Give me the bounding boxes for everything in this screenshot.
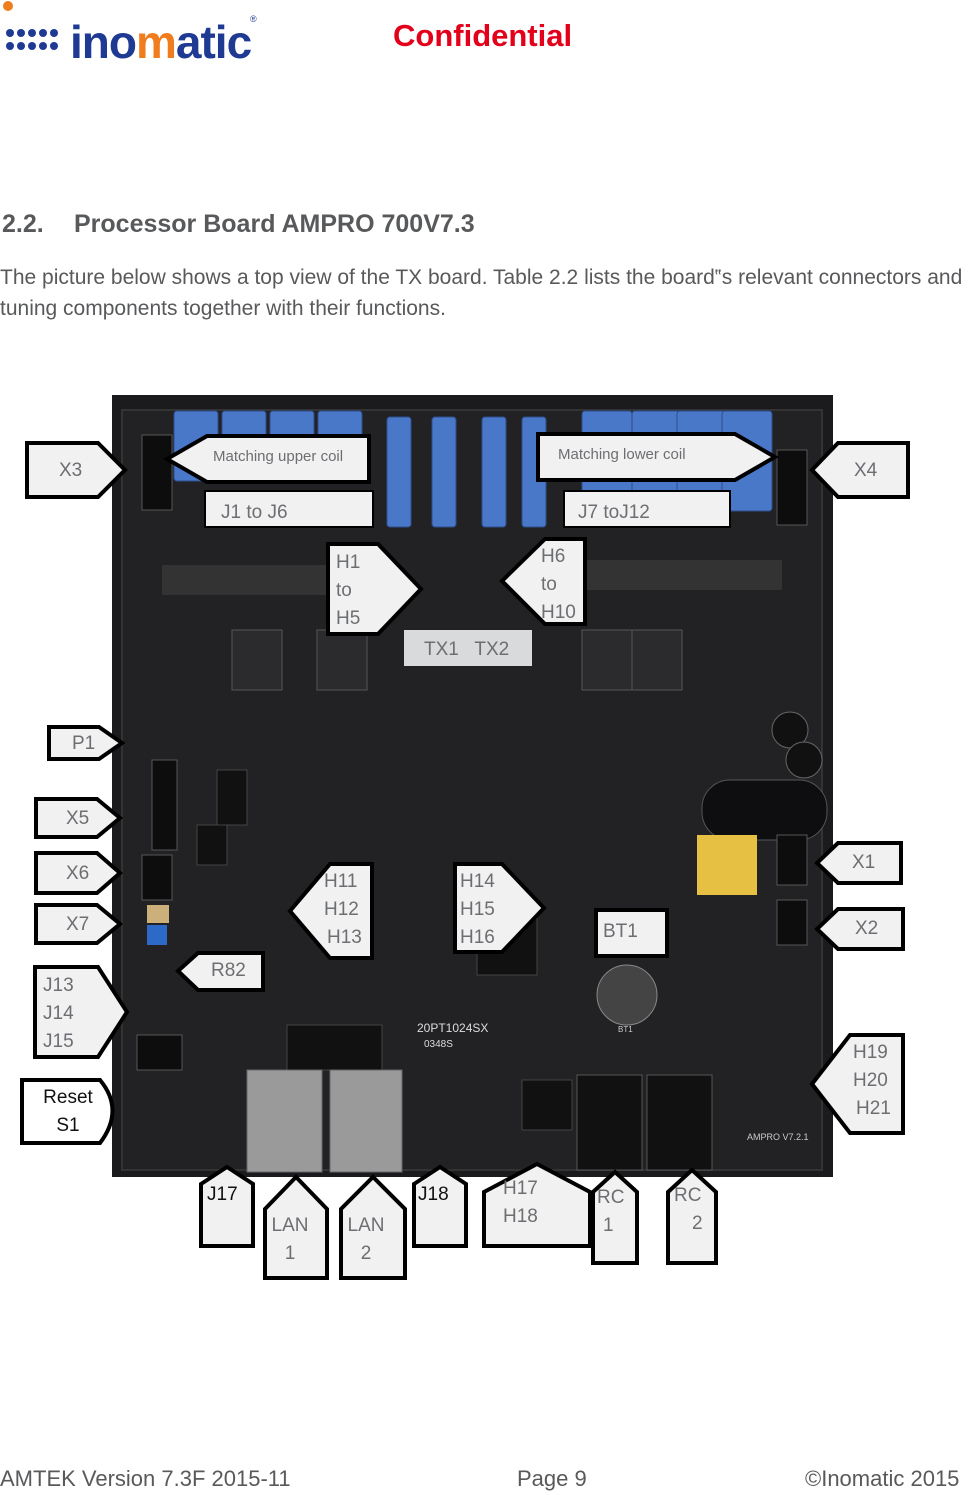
j18-callout-shape	[412, 1164, 468, 1248]
x5-callout-shape	[34, 797, 124, 839]
matching-lower-label: Matching lower coil	[558, 446, 686, 463]
transformer-text: 20PT1024SX	[417, 1021, 488, 1035]
rc1-callout-shape	[591, 1169, 639, 1265]
rc2-label: RC 2	[674, 1185, 703, 1234]
r82-callout-shape	[175, 951, 265, 992]
h1-h5-callout-shape	[326, 542, 424, 636]
h11-h13-label: H11 H12 H13	[324, 871, 362, 948]
j17-callout-shape	[199, 1164, 255, 1248]
transformer-code: 0348S	[424, 1039, 453, 1050]
svg-text:®: ®	[250, 14, 257, 24]
tx1-tx2-label: TX1 TX2	[424, 639, 510, 660]
j13-j15-callout-shape	[33, 965, 130, 1059]
h6-h10-label: H6 to H10	[541, 546, 576, 623]
j18-label: J18	[418, 1184, 449, 1205]
j1-j6-callout-shape	[204, 490, 374, 528]
footer-copyright: ©Inomatic 2015	[805, 1466, 960, 1491]
x6-label: X6	[66, 863, 90, 884]
j7-j12-callout-shape	[563, 490, 731, 528]
svg-text:inomatic: inomatic	[70, 16, 252, 68]
h14-h16-callout-shape	[453, 862, 547, 954]
footer-version: AMTEK Version 7.3F 2015-11	[0, 1466, 291, 1491]
x6-callout-shape	[34, 851, 124, 895]
r82-label: R82	[211, 960, 246, 981]
p1-label: P1	[72, 733, 96, 754]
footer-page-number: Page 9	[517, 1466, 587, 1491]
h19-h21-callout-shape	[809, 1033, 905, 1135]
p1-callout-shape	[47, 725, 126, 761]
bt1-label: BT1	[603, 921, 638, 942]
rc2-callout-shape	[666, 1167, 718, 1265]
h17-h18-label: H17 H18	[503, 1178, 538, 1227]
j17-label: J17	[207, 1184, 238, 1205]
x5-label: X5	[66, 808, 90, 829]
pcb-board-photo: 20PT1024SX 0348S AMPRO V7.2.1 BT1	[112, 395, 833, 1177]
matching-upper-shape	[162, 434, 371, 484]
x3-callout-shape	[25, 441, 128, 499]
j1-j6-label: J1 to J6	[221, 502, 288, 523]
tx-callout-shape	[404, 630, 532, 666]
section-title: Processor Board AMPRO 700V7.3	[74, 210, 475, 238]
pcb-version-silkscreen: AMPRO V7.2.1	[747, 1132, 809, 1142]
h11-h13-callout-shape	[287, 862, 374, 960]
x7-callout-shape	[34, 903, 124, 945]
matching-upper-label: Matching upper coil	[213, 448, 344, 465]
lan2-label: LAN 2	[347, 1215, 385, 1264]
bt1-callout-shape	[594, 908, 669, 958]
x1-callout-shape	[814, 841, 903, 885]
x7-label: X7	[66, 914, 90, 935]
reset-callout-shape	[20, 1078, 115, 1145]
x2-callout-shape	[814, 907, 905, 951]
h17-h18-callout-shape	[482, 1161, 592, 1248]
x4-label: X4	[854, 460, 878, 481]
matching-lower-shape	[536, 432, 780, 482]
h1-h5-label: H1 to H5	[336, 552, 361, 629]
section-heading: 2.2. Processor Board AMPRO 700V7.3	[2, 210, 475, 239]
x1-label: X1	[852, 852, 876, 873]
lan2-callout-shape	[339, 1174, 407, 1280]
lan1-callout-shape	[263, 1174, 329, 1280]
j13-j15-label: J13 J14 J15	[43, 975, 74, 1052]
h14-h16-label: H14 H15 H16	[460, 871, 495, 948]
x2-label: X2	[855, 918, 879, 939]
inomatic-logo: inomatic ®	[3, 1, 257, 68]
lan1-label: LAN 1	[271, 1215, 309, 1264]
section-number: 2.2.	[2, 210, 44, 238]
reset-s1-label: Reset S1	[43, 1087, 93, 1136]
x3-label: X3	[59, 460, 83, 481]
h6-h10-callout-shape	[499, 537, 587, 626]
rc1-label: RC 1	[597, 1187, 625, 1236]
j7-j12-label: J7 toJ12	[578, 502, 650, 523]
x4-callout-shape	[809, 441, 910, 499]
confidential-label: Confidential	[393, 18, 573, 53]
battery-silkscreen: BT1	[618, 1025, 633, 1034]
h19-h21-label: H19 H20 H21	[853, 1042, 891, 1119]
section-paragraph: The picture below shows a top view of th…	[0, 266, 963, 320]
